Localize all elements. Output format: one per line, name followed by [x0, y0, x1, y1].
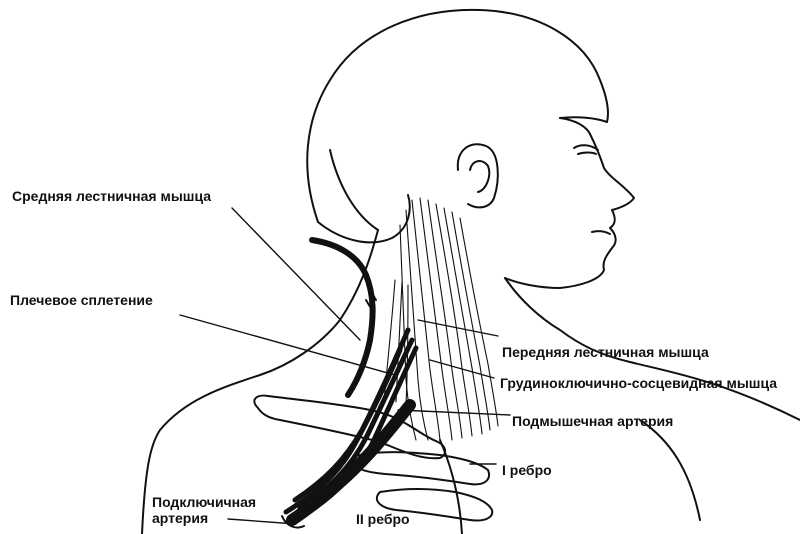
catheter-tip	[365, 289, 377, 311]
label-anterior-scalene: Передняя лестничная мышца	[502, 344, 709, 360]
first-rib	[353, 451, 490, 486]
label-sternocleidomastoid: Грудиноключично-сосцевидная мышца	[500, 375, 778, 391]
label-axillary-artery: Подмышечная артерия	[512, 413, 674, 429]
label-subclavian-artery-line1: Подключичная	[152, 494, 257, 510]
eye	[573, 144, 599, 151]
catheter	[309, 237, 376, 398]
clavicle	[253, 394, 446, 460]
label-subclavian-artery-line2: артерия	[152, 510, 209, 526]
leader-lines	[179, 207, 511, 525]
jaw-line	[504, 277, 800, 421]
hair-back-edge	[329, 149, 379, 231]
face-profile	[504, 117, 635, 289]
ear-inner	[469, 160, 491, 193]
subclavian-artery-vessel	[286, 399, 416, 526]
artery-end	[281, 515, 305, 529]
second-rib	[375, 488, 494, 522]
ear-outline	[456, 143, 499, 209]
sternum	[439, 439, 463, 534]
eye-lid	[577, 151, 597, 155]
label-middle-scalene: Средняя лестничная мышца	[12, 188, 212, 204]
neck-back	[141, 229, 379, 534]
hair-fringe	[317, 194, 411, 244]
label-first-rib: I ребро	[502, 462, 552, 478]
label-brachial-plexus: Плечевое сплетение	[10, 292, 153, 308]
shoulder-front	[639, 419, 701, 521]
label-second-rib: II ребро	[356, 511, 410, 527]
hair-outline	[306, 8, 610, 223]
mouth	[591, 230, 611, 235]
